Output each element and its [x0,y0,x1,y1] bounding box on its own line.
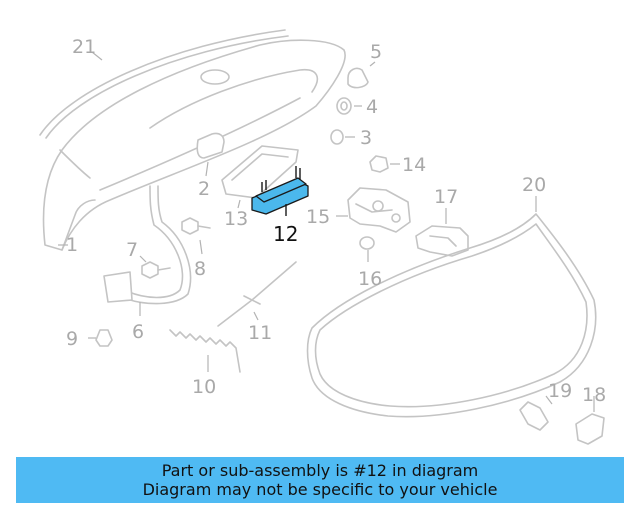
label-2: 2 [198,178,210,200]
label-20: 20 [522,174,546,196]
label-12: 12 [273,222,298,246]
part-13-garnish [221,145,299,209]
info-banner: Part or sub-assembly is #12 in diagram D… [16,457,624,503]
banner-line-1: Part or sub-assembly is #12 in diagram [161,461,479,480]
part-2-bumper [196,132,225,177]
parts-diagram: 1 2 4 5 6 7 8 9 10 11 12 13 14 15 16 17 … [39,29,606,445]
part-18-bracket [575,396,605,445]
label-7: 7 [126,239,138,261]
label-5: 5 [370,41,382,63]
part-21-molding [39,29,289,139]
part-8-bolt [181,217,211,255]
part-6-hinge [103,185,192,316]
label-8: 8 [194,258,206,280]
label-21: 21 [72,36,96,58]
part-12-highlighted [251,166,309,216]
part-10-spring [169,329,241,373]
part-7-bolt [139,255,171,279]
part-11-strut [217,261,297,327]
label-19: 19 [548,380,572,402]
part-1-trunk-lid [42,39,346,251]
label-15: 15 [306,206,330,228]
label-9: 9 [66,328,78,350]
part-5-cap [347,61,376,89]
part-3-clip [330,129,355,145]
label-10: 10 [192,376,216,398]
label-14: 14 [402,154,426,176]
part-15-latch [336,187,411,233]
part-4-grommet [336,97,362,115]
label-16: 16 [358,268,382,290]
label-13: 13 [224,208,248,230]
label-6: 6 [132,321,144,343]
label-11: 11 [248,322,272,344]
label-3: 3 [360,127,372,149]
part-16-grommet [359,236,375,262]
part-9-clip [88,329,113,347]
banner-line-2: Diagram may not be specific to your vehi… [142,480,498,499]
label-17: 17 [434,186,458,208]
part-17-striker [415,208,469,257]
part-20-weatherstrip [306,196,597,418]
label-18: 18 [582,384,606,406]
label-4: 4 [366,96,378,118]
part-19-bumper [519,395,553,431]
part-14-nut [369,155,400,173]
label-1: 1 [66,234,78,256]
